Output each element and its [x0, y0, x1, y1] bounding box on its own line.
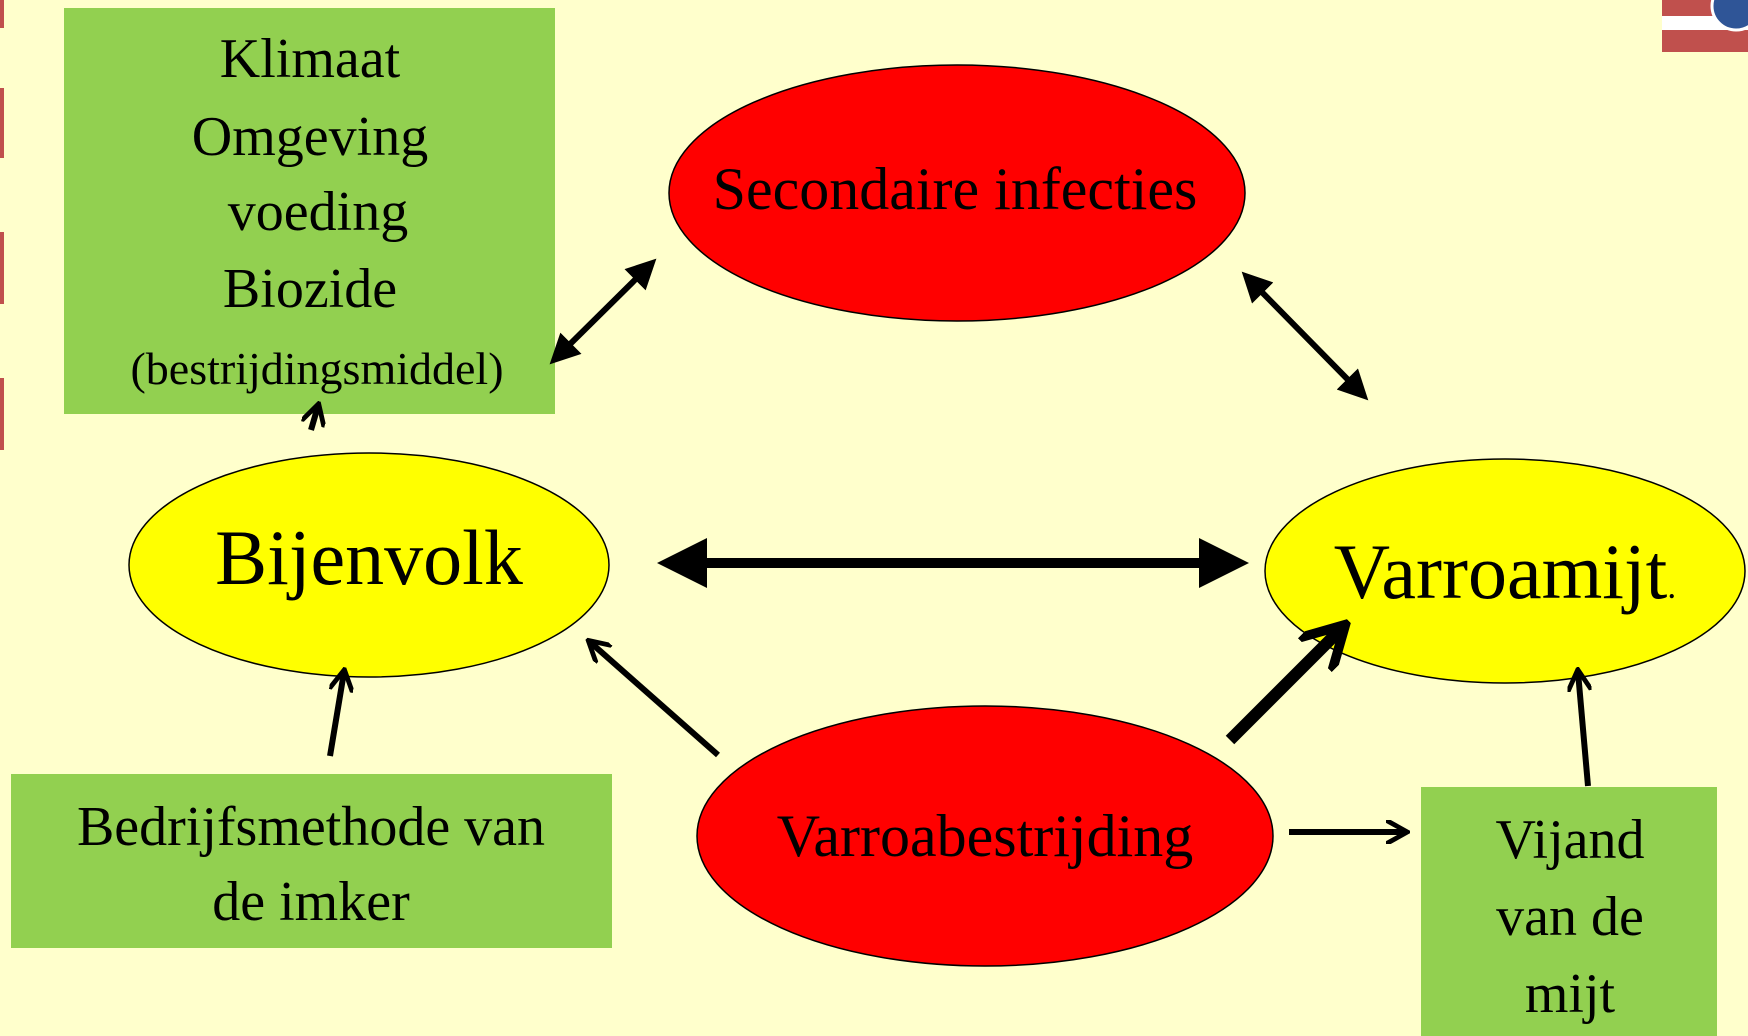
varroa-mite-node: Varroamijt.: [1264, 458, 1746, 684]
varroa-mite-word: Varroamijt: [1334, 528, 1668, 615]
climate-line-4: Biozide: [223, 258, 397, 320]
climate-line-2: Omgeving: [192, 106, 428, 168]
climate-factors-box: Klimaat Omgeving voeding Biozide (bestri…: [64, 8, 555, 414]
varroa-control-label: Varroabestrijding: [777, 803, 1194, 869]
climate-line-1: Klimaat: [220, 28, 401, 90]
varroa-mite-label: Varroamijt.: [1334, 528, 1677, 615]
varroa-mite-period: .: [1667, 566, 1676, 606]
beekeeper-method-box: Bedrijfsmethode van de imker: [11, 774, 612, 948]
secondary-infections-node: Secondaire infecties: [668, 64, 1246, 322]
secondary-infections-label: Secondaire infecties: [713, 156, 1198, 222]
flag-emblem-icon: [1662, 0, 1748, 52]
arrow-enemy-varroa: [1578, 672, 1588, 787]
beekeeper-method-line-1: Bedrijfsmethode van: [77, 796, 545, 858]
connectors: [311, 258, 1588, 832]
mite-enemy-line-3: mijt: [1525, 963, 1616, 1025]
bee-colony-label: Bijenvolk: [215, 514, 523, 601]
mite-enemy-box: Vijand van de mijt: [1421, 787, 1717, 1036]
arrow-control-colony: [590, 642, 720, 758]
arrow-control-varroa: [1225, 628, 1342, 745]
mite-enemy-line-1: Vijand: [1495, 809, 1644, 871]
beekeeper-method-line-2: de imker: [212, 871, 410, 933]
varroa-control-node: Varroabestrijding: [696, 705, 1274, 967]
bee-colony-node: Bijenvolk: [128, 452, 610, 678]
climate-line-3: voeding: [228, 181, 408, 243]
mite-enemy-line-2: van de: [1496, 886, 1644, 948]
left-edge-decoration: [0, 0, 4, 450]
arrow-method-colony: [327, 672, 344, 757]
arrow-climate-secondary: [549, 258, 657, 365]
arrow-colony-climate: [311, 406, 318, 431]
climate-line-5: (bestrijdingsmiddel): [130, 343, 503, 394]
arrow-secondary-varroa: [1241, 271, 1369, 401]
